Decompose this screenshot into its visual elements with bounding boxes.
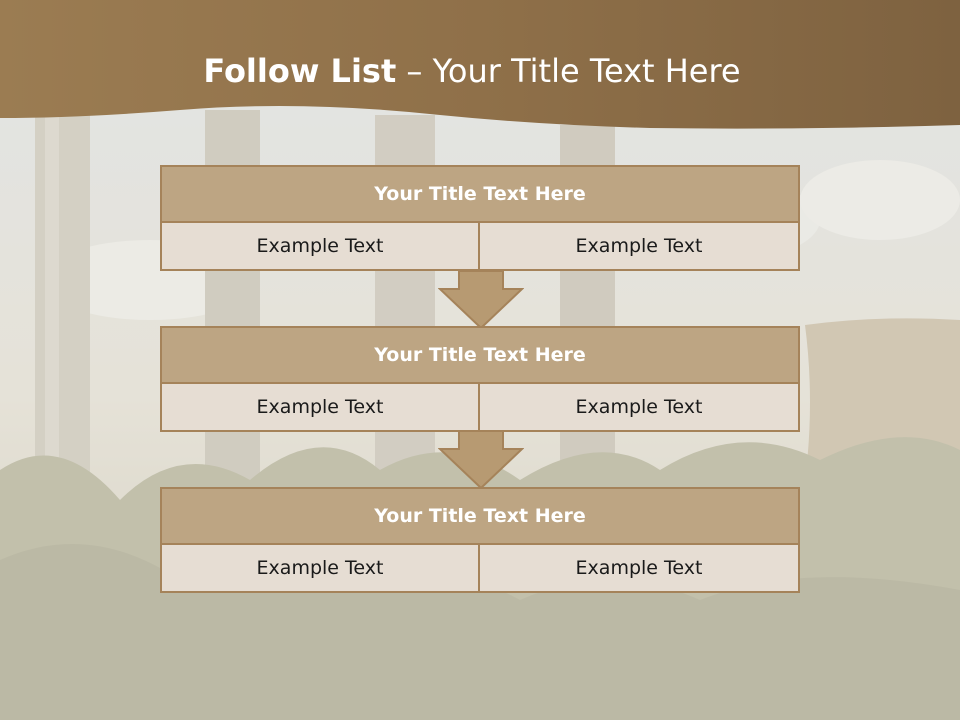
panel-cell-left: Example Text [162,384,480,430]
list-panel: Your Title Text Here Example Text Exampl… [160,165,800,271]
title-bold: Follow List [203,52,397,90]
slide-title: Follow List – Your Title Text Here [0,52,944,90]
header-banner [0,0,960,129]
list-panel: Your Title Text Here Example Text Exampl… [160,326,800,432]
panel-title: Your Title Text Here [162,167,798,223]
panel-title: Your Title Text Here [162,328,798,384]
title-rest: – Your Title Text Here [396,52,741,90]
panel-cell-right: Example Text [575,396,703,418]
down-arrow-icon [438,271,524,329]
panel-cell-left: Example Text [162,545,480,591]
panel-cell-left: Example Text [162,223,480,269]
down-arrow-icon [438,431,524,489]
list-panel: Your Title Text Here Example Text Exampl… [160,487,800,593]
panel-title: Your Title Text Here [162,489,798,545]
panel-cell-right: Example Text [575,557,703,579]
panel-cell-right: Example Text [575,235,703,257]
